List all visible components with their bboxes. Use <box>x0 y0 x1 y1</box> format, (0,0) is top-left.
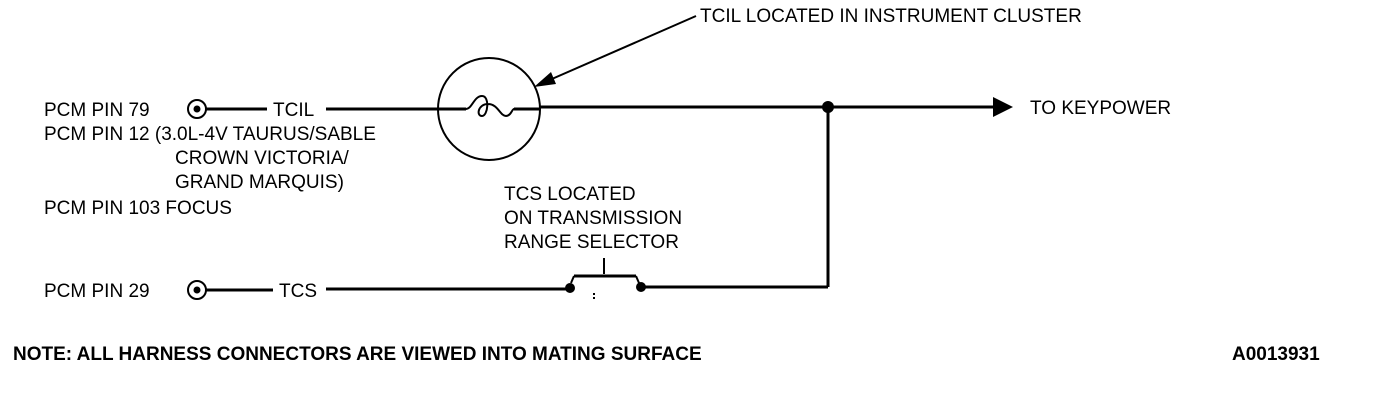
crown-victoria-label: CROWN VICTORIA/ <box>175 148 350 169</box>
pcm-pin-12-label: PCM PIN 12 (3.0L-4V TAURUS/SABLE <box>44 124 376 145</box>
pcm-pin-103-label: PCM PIN 103 FOCUS <box>44 198 232 219</box>
grand-marquis-label: GRAND MARQUIS) <box>175 172 344 193</box>
figure-id: A0013931 <box>1232 344 1320 365</box>
switch-arm-left <box>570 275 575 284</box>
pin-29-connector-inner <box>193 286 201 294</box>
tcs-wire-label: TCS <box>279 281 317 302</box>
keypower-arrowhead <box>993 97 1013 117</box>
tcil-location-label: TCIL LOCATED IN INSTRUMENT CLUSTER <box>700 6 1082 27</box>
callout-leader-line <box>544 15 697 83</box>
note-text: NOTE: ALL HARNESS CONNECTORS ARE VIEWED … <box>13 344 702 365</box>
tcs-location-line-1: TCS LOCATED <box>504 184 636 205</box>
switch-arm-right <box>635 275 640 284</box>
tcs-location-line-2: ON TRANSMISSION <box>504 208 682 229</box>
switch-contact-left <box>565 283 575 293</box>
tcil-wire-label: TCIL <box>273 100 314 121</box>
lamp-filament <box>465 94 515 118</box>
pcm-pin-29-label: PCM PIN 29 <box>44 281 150 302</box>
pin-79-connector-inner <box>193 105 201 113</box>
pcm-pin-79-label: PCM PIN 79 <box>44 100 150 121</box>
callout-arrowhead <box>534 72 556 87</box>
tcs-location-line-3: RANGE SELECTOR <box>504 232 679 253</box>
to-keypower-label: TO KEYPOWER <box>1030 98 1171 119</box>
